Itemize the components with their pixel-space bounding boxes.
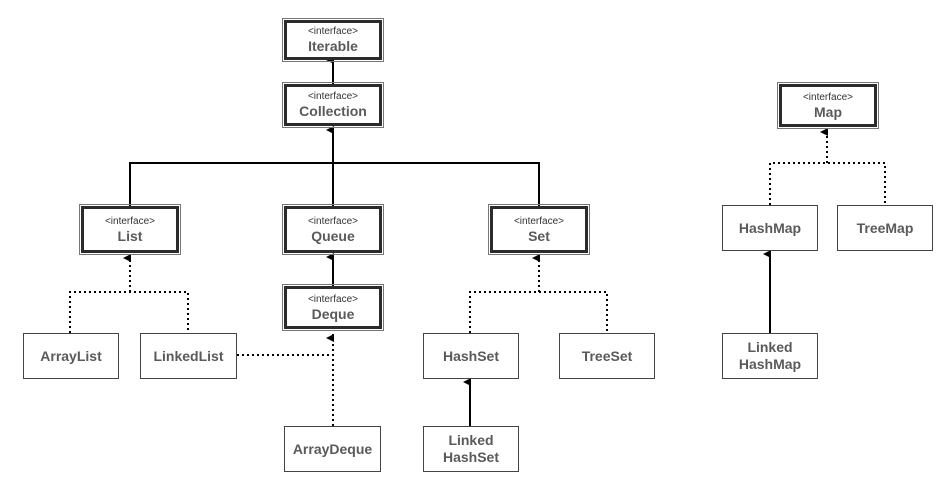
node-linkedhashset: Linked HashSet bbox=[423, 426, 519, 472]
node-collection-name: Collection bbox=[299, 103, 367, 119]
node-treemap-name: TreeMap bbox=[856, 219, 914, 236]
node-set-name: Set bbox=[528, 227, 550, 244]
stereotype-label: <interface> bbox=[307, 26, 359, 37]
node-linkedhashmap-line2: HashMap bbox=[738, 356, 802, 372]
node-list: <interface> List bbox=[79, 204, 181, 255]
node-list-name: List bbox=[117, 227, 143, 244]
edge-list-set-bar bbox=[129, 162, 540, 206]
node-queue-name: Queue bbox=[311, 227, 355, 244]
node-linkedlist: LinkedList bbox=[140, 333, 237, 379]
node-treeset: TreeSet bbox=[559, 333, 655, 379]
node-hashset-name: HashSet bbox=[442, 347, 500, 364]
node-linkedhashset-line1: Linked bbox=[448, 432, 494, 448]
node-hashmap: HashMap bbox=[722, 205, 818, 251]
node-treeset-name: TreeSet bbox=[581, 347, 633, 364]
node-treemap: TreeMap bbox=[837, 205, 933, 251]
stereotype-label: <interface> bbox=[307, 293, 359, 305]
node-linkedhashmap-line1: Linked bbox=[747, 339, 793, 355]
node-map: <interface> Map bbox=[777, 82, 879, 129]
node-deque: <interface> Deque bbox=[282, 284, 384, 331]
stereotype-label: <interface> bbox=[513, 215, 565, 227]
node-hashmap-name: HashMap bbox=[738, 219, 802, 236]
edge-linkedlist-deque bbox=[237, 332, 334, 356]
node-map-name: Map bbox=[814, 103, 842, 120]
edge-sets-bar bbox=[469, 291, 608, 333]
node-collection: <interface> Collection bbox=[282, 82, 384, 128]
node-arraylist: ArrayList bbox=[23, 333, 119, 379]
node-iterable-name: Iterable bbox=[308, 38, 358, 54]
node-arraydeque: ArrayDeque bbox=[284, 426, 381, 472]
node-hashset: HashSet bbox=[423, 333, 519, 379]
edge-lists-bar bbox=[69, 291, 189, 333]
node-set: <interface> Set bbox=[488, 204, 590, 255]
stereotype-label: <interface> bbox=[307, 91, 359, 102]
node-linkedhashmap: Linked HashMap bbox=[722, 333, 818, 379]
node-arraylist-name: ArrayList bbox=[40, 347, 102, 364]
edge-maps-bar bbox=[769, 162, 886, 205]
node-queue: <interface> Queue bbox=[282, 204, 384, 255]
node-arraydeque-name: ArrayDeque bbox=[292, 440, 373, 457]
stereotype-label: <interface> bbox=[802, 91, 854, 103]
node-linkedhashset-line2: HashSet bbox=[442, 449, 500, 465]
stereotype-label: <interface> bbox=[307, 215, 359, 227]
node-deque-name: Deque bbox=[311, 305, 355, 322]
node-iterable: <interface> Iterable bbox=[282, 18, 384, 62]
stereotype-label: <interface> bbox=[104, 215, 156, 227]
node-linkedlist-name: LinkedList bbox=[153, 347, 224, 364]
